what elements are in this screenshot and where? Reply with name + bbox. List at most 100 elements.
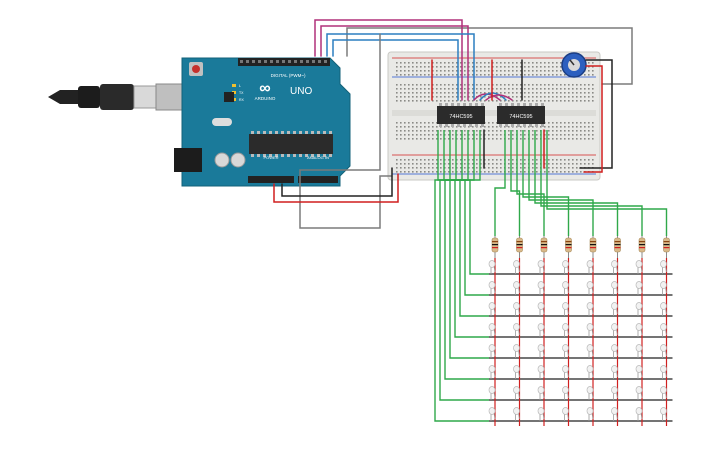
led[interactable] xyxy=(488,365,496,373)
led[interactable] xyxy=(562,365,569,373)
led[interactable] xyxy=(488,302,496,310)
led[interactable] xyxy=(660,386,667,394)
breadboard[interactable] xyxy=(387,51,601,181)
led[interactable] xyxy=(611,386,618,394)
led[interactable] xyxy=(537,302,545,310)
led[interactable] xyxy=(513,302,520,310)
led[interactable] xyxy=(611,260,618,268)
led[interactable] xyxy=(586,344,594,352)
led[interactable] xyxy=(562,260,569,268)
led[interactable] xyxy=(586,323,594,331)
led[interactable] xyxy=(635,260,643,268)
led[interactable] xyxy=(537,407,545,415)
digital-pin[interactable] xyxy=(282,60,285,63)
led[interactable] xyxy=(586,302,594,310)
led[interactable] xyxy=(513,386,520,394)
column-wire[interactable] xyxy=(534,130,619,236)
digital-pin[interactable] xyxy=(306,60,309,63)
column-wire[interactable] xyxy=(516,130,545,236)
led[interactable] xyxy=(660,260,667,268)
digital-pin[interactable] xyxy=(288,60,291,63)
reset-button-cap[interactable] xyxy=(192,65,200,73)
led[interactable] xyxy=(513,323,520,331)
digital-pin[interactable] xyxy=(252,60,255,63)
row-wire[interactable] xyxy=(434,130,489,422)
led[interactable] xyxy=(537,260,545,268)
led[interactable] xyxy=(513,281,520,289)
led[interactable] xyxy=(488,344,496,352)
digital-pin[interactable] xyxy=(258,60,261,63)
power-jack[interactable] xyxy=(174,148,202,172)
led[interactable] xyxy=(513,365,520,373)
shift-register-2[interactable]: 74HC595 xyxy=(497,106,545,124)
led[interactable] xyxy=(611,323,618,331)
led[interactable] xyxy=(562,323,569,331)
led[interactable] xyxy=(635,386,643,394)
column-wire[interactable] xyxy=(528,130,594,236)
led[interactable] xyxy=(611,302,618,310)
led[interactable] xyxy=(611,281,618,289)
led[interactable] xyxy=(635,344,643,352)
led[interactable] xyxy=(611,365,618,373)
led[interactable] xyxy=(513,344,520,352)
usb-cable[interactable] xyxy=(48,83,193,111)
wires[interactable] xyxy=(273,19,633,229)
potentiometer[interactable] xyxy=(561,52,587,78)
led[interactable] xyxy=(586,260,594,268)
led-matrix[interactable] xyxy=(488,258,673,426)
led[interactable] xyxy=(562,281,569,289)
column-wire[interactable] xyxy=(494,130,506,236)
led[interactable] xyxy=(537,323,545,331)
led[interactable] xyxy=(488,386,496,394)
led[interactable] xyxy=(660,365,667,373)
digital-pin[interactable] xyxy=(324,60,327,63)
led[interactable] xyxy=(635,302,643,310)
led[interactable] xyxy=(537,281,545,289)
resistors[interactable] xyxy=(491,236,670,258)
digital-pin[interactable] xyxy=(300,60,303,63)
led[interactable] xyxy=(586,281,594,289)
led[interactable] xyxy=(537,344,545,352)
led[interactable] xyxy=(586,407,594,415)
digital-pin[interactable] xyxy=(270,60,273,63)
led[interactable] xyxy=(635,323,643,331)
led[interactable] xyxy=(537,386,545,394)
digital-pin[interactable] xyxy=(312,60,315,63)
led[interactable] xyxy=(660,323,667,331)
led[interactable] xyxy=(660,407,667,415)
led[interactable] xyxy=(537,365,545,373)
green-wires[interactable] xyxy=(434,130,668,422)
column-wire[interactable] xyxy=(546,130,668,236)
led[interactable] xyxy=(488,281,496,289)
digital-pin[interactable] xyxy=(276,60,279,63)
led[interactable] xyxy=(586,365,594,373)
led[interactable] xyxy=(611,407,618,415)
led[interactable] xyxy=(562,407,569,415)
led[interactable] xyxy=(562,302,569,310)
led[interactable] xyxy=(660,281,667,289)
digital-pin[interactable] xyxy=(246,60,249,63)
column-wire[interactable] xyxy=(510,130,521,236)
led[interactable] xyxy=(611,344,618,352)
led[interactable] xyxy=(586,386,594,394)
digital-pin[interactable] xyxy=(240,60,243,63)
column-wire[interactable] xyxy=(522,130,570,236)
led[interactable] xyxy=(660,302,667,310)
led[interactable] xyxy=(562,344,569,352)
digital-pin[interactable] xyxy=(264,60,267,63)
led[interactable] xyxy=(635,407,643,415)
led[interactable] xyxy=(488,323,496,331)
led[interactable] xyxy=(635,365,643,373)
led[interactable] xyxy=(488,407,496,415)
digital-pin[interactable] xyxy=(294,60,297,63)
led[interactable] xyxy=(635,281,643,289)
led[interactable] xyxy=(562,386,569,394)
led[interactable] xyxy=(660,344,667,352)
led[interactable] xyxy=(513,407,520,415)
digital-pin[interactable] xyxy=(318,60,321,63)
led[interactable] xyxy=(488,260,496,268)
led[interactable] xyxy=(513,260,520,268)
shift-register-1[interactable]: 74HC595 xyxy=(437,106,485,124)
column-wire[interactable] xyxy=(540,130,643,236)
